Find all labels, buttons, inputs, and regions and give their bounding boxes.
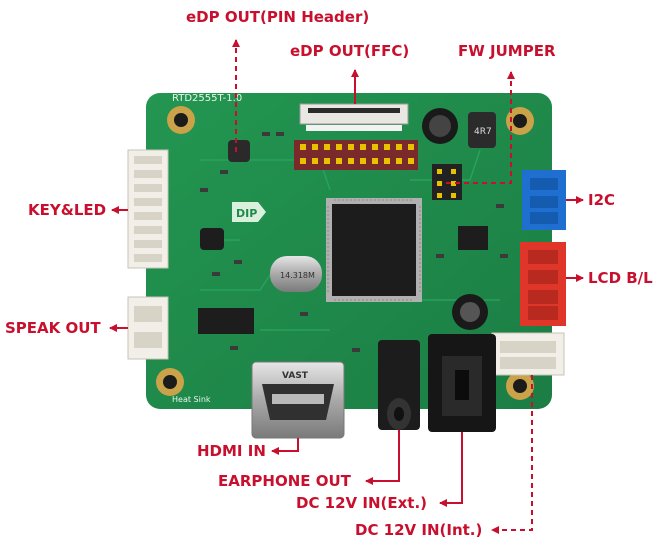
small-ic (198, 308, 254, 334)
smd-components (200, 132, 508, 352)
dip-tag: DIP (232, 202, 266, 222)
arrow-hdmi-in (271, 438, 299, 455)
callout-arrows (109, 39, 584, 534)
label-dc-int: DC 12V IN(Int.) (355, 521, 483, 539)
small-ic (200, 228, 224, 250)
key-led-connector (127, 149, 169, 269)
label-hdmi-in: HDMI IN (197, 442, 266, 460)
label-dc-ext: DC 12V IN(Ext.) (296, 494, 428, 512)
arrow-fw-jumper (446, 71, 515, 184)
capacitor (452, 294, 488, 330)
earphone-jack (378, 340, 420, 430)
svg-text:DIP: DIP (236, 207, 257, 220)
label-speak-out: SPEAK OUT (5, 319, 101, 337)
pin-header-pins (300, 144, 414, 164)
hdmi-brand: VAST (282, 371, 309, 381)
speak-out-connector (127, 296, 169, 360)
main-ic (326, 198, 422, 302)
lcd-bl-connector (520, 242, 566, 326)
crystal-oscillator: 14.318M (270, 256, 322, 292)
cap-text: 4R7 (474, 127, 492, 137)
mounting-holes (156, 106, 534, 400)
crystal-text: 14.318M (280, 271, 315, 280)
label-earphone-out: EARPHONE OUT (218, 472, 351, 490)
i2c-connector (522, 170, 566, 230)
hdmi-port: VAST (251, 361, 345, 439)
arrow-earphone-out (365, 430, 400, 485)
label-edp-pin-header: eDP OUT(PIN Header) (186, 8, 370, 26)
arrow-dc-int (491, 375, 533, 534)
inductor (228, 140, 250, 162)
ffc-connector (299, 103, 409, 125)
heatsink-text: Heat Sink (172, 395, 211, 404)
dc-int-connector (491, 332, 565, 376)
capacitor-4r7: 4R7 (422, 108, 496, 148)
label-key-led: KEY&LED (28, 201, 107, 219)
small-ic (458, 226, 488, 250)
label-i2c: I2C (588, 191, 616, 209)
label-edp-ffc: eDP OUT(FFC) (290, 42, 410, 60)
label-fw-jumper: FW JUMPER (458, 42, 556, 60)
label-lcd-bl: LCD B/L (588, 269, 653, 287)
board-model: RTD2555T-1.0 (172, 93, 242, 104)
dc-jack (428, 334, 496, 432)
arrow-dc-ext (439, 432, 463, 507)
